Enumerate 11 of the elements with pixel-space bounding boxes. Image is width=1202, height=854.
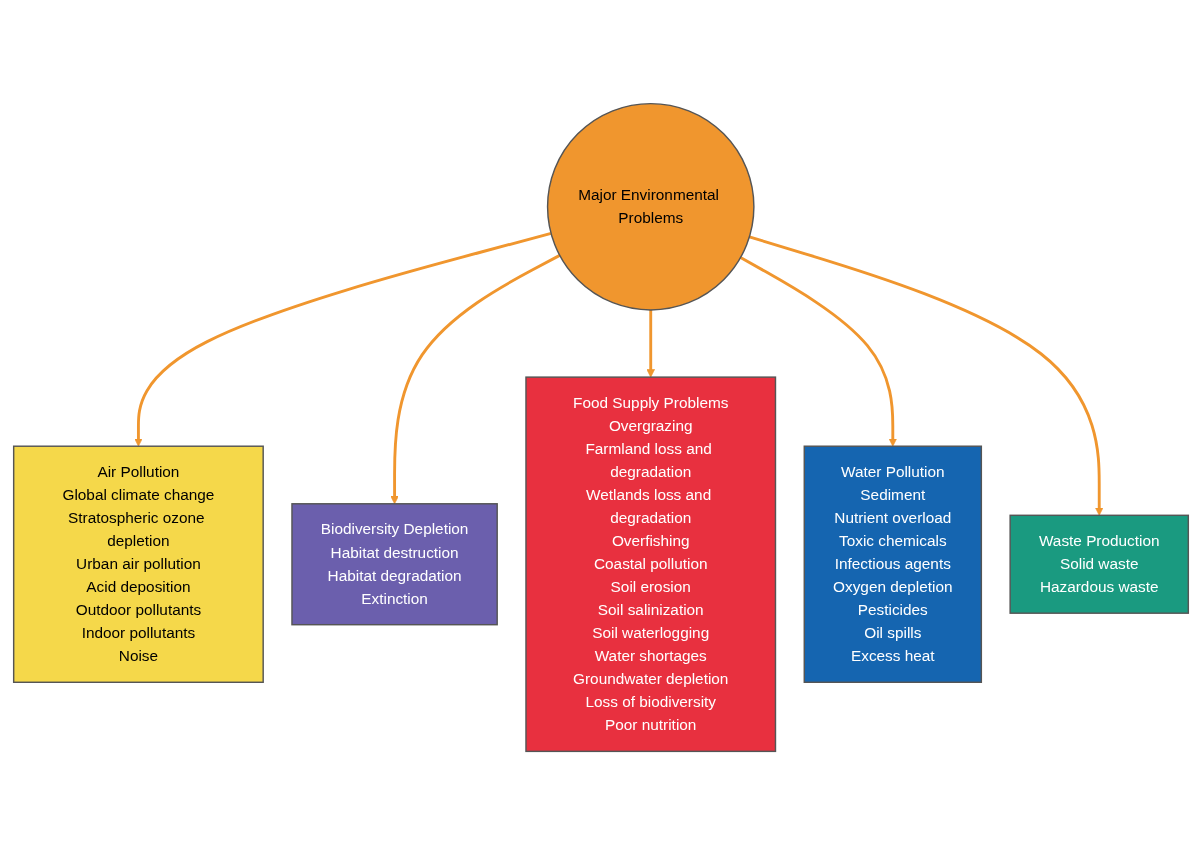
arrow (739, 255, 898, 447)
node-box: Biodiversity Depletion Habitat destruction Habitat degradation Extinction (291, 502, 498, 625)
arrow (646, 309, 655, 377)
arrow (390, 253, 561, 504)
node-box: Waste Production Solid waste Hazardous waste (1009, 514, 1190, 614)
node-box: Water Pollution Sediment Nutrient overload Toxic chemicals Infectious agents Oxygen depletion Pesticides Oil spills Excess heat (803, 445, 983, 683)
arrow (748, 235, 1104, 516)
node-box: Air Pollution Global climate change Stratospheric ozone depletion Urban air pollution Acid deposition Outdoor pollutants Indoor pollutants Noise (12, 445, 264, 683)
node-box: Food Supply Problems Overgrazing Farmland loss and degradation Wetlands loss and degradation Overfishing Coastal pollution Soil erosion Soil salinization Soil waterlogging Water shortages Groundwater depletion Loss of biodiversity Poor nutrition (525, 375, 777, 752)
node-circle: Major Environmental Problems (546, 102, 755, 311)
arrow (134, 231, 552, 447)
